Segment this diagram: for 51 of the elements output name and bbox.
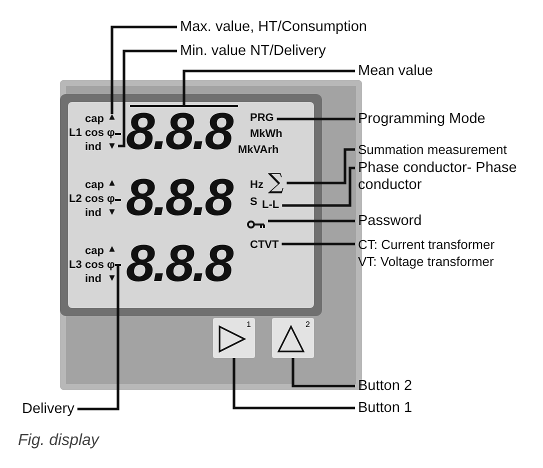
callout-label: Max. value, HT/Consumption — [180, 18, 367, 36]
callout-label: Mean value — [358, 62, 433, 80]
line-label: L2 — [69, 193, 82, 206]
leader-line — [118, 50, 177, 148]
indicator-label: ind — [85, 141, 102, 154]
callout-label: Delivery — [22, 400, 74, 418]
leader-line — [292, 358, 355, 388]
transformer-indicator: CTVT — [250, 239, 279, 252]
indicator-label: cos φ — [85, 259, 115, 272]
unit-label: MkVArh — [238, 144, 279, 157]
seven-segment-digits: 8.8.8 — [126, 236, 232, 292]
callout-label: Password — [358, 212, 422, 230]
unit-label: Hz — [250, 179, 264, 192]
figure-caption: Fig. display — [18, 432, 99, 450]
unit-label: MkWh — [250, 128, 282, 141]
callout-label: Programming Mode — [358, 110, 486, 128]
seven-segment-digits: 8.8.8 — [126, 170, 232, 226]
indicator-label: cap — [85, 113, 104, 126]
up-arrow-button: 2 — [272, 318, 314, 358]
indicator-label: cap — [85, 245, 104, 258]
leader-line — [182, 70, 355, 105]
leader-line — [282, 166, 355, 207]
up-triangle-marker — [109, 114, 115, 120]
indicator-label: ind — [85, 273, 102, 286]
leader-line — [110, 26, 177, 114]
line-label: L3 — [69, 259, 82, 272]
callout-label: Summation measurement — [358, 141, 507, 158]
callout-label: Button 2 — [358, 377, 412, 395]
leader-line — [276, 118, 355, 120]
callout-label: Min. value NT/Delivery — [180, 42, 326, 60]
callout-label: Phase conductor- Phase conductor — [358, 160, 518, 194]
leader-line — [77, 266, 120, 410]
indicator-label: cos φ — [85, 127, 115, 140]
phase-indicator: L-L — [262, 199, 280, 212]
sigma-symbol: ∑ — [268, 172, 284, 194]
indicator-label: cos φ — [85, 193, 115, 206]
callout-line: VT: Voltage transformer — [358, 253, 495, 270]
leader-line — [286, 148, 355, 184]
indicator-label: ind — [85, 207, 102, 220]
indicator-label: cap — [85, 179, 104, 192]
right-arrow-button: 1 — [213, 318, 255, 358]
leader-line — [282, 242, 355, 246]
callout-label: Button 1 — [358, 399, 412, 417]
seven-segment-digits: 8.8.8 — [126, 104, 232, 160]
line-label: L1 — [69, 127, 82, 140]
unit-label: S — [250, 196, 258, 209]
down-triangle-marker — [109, 143, 115, 149]
callout-line: CT: Current transformer — [358, 236, 495, 253]
leader-line — [268, 220, 355, 222]
leader-line — [232, 358, 355, 410]
mode-indicator: PRG — [250, 112, 274, 125]
